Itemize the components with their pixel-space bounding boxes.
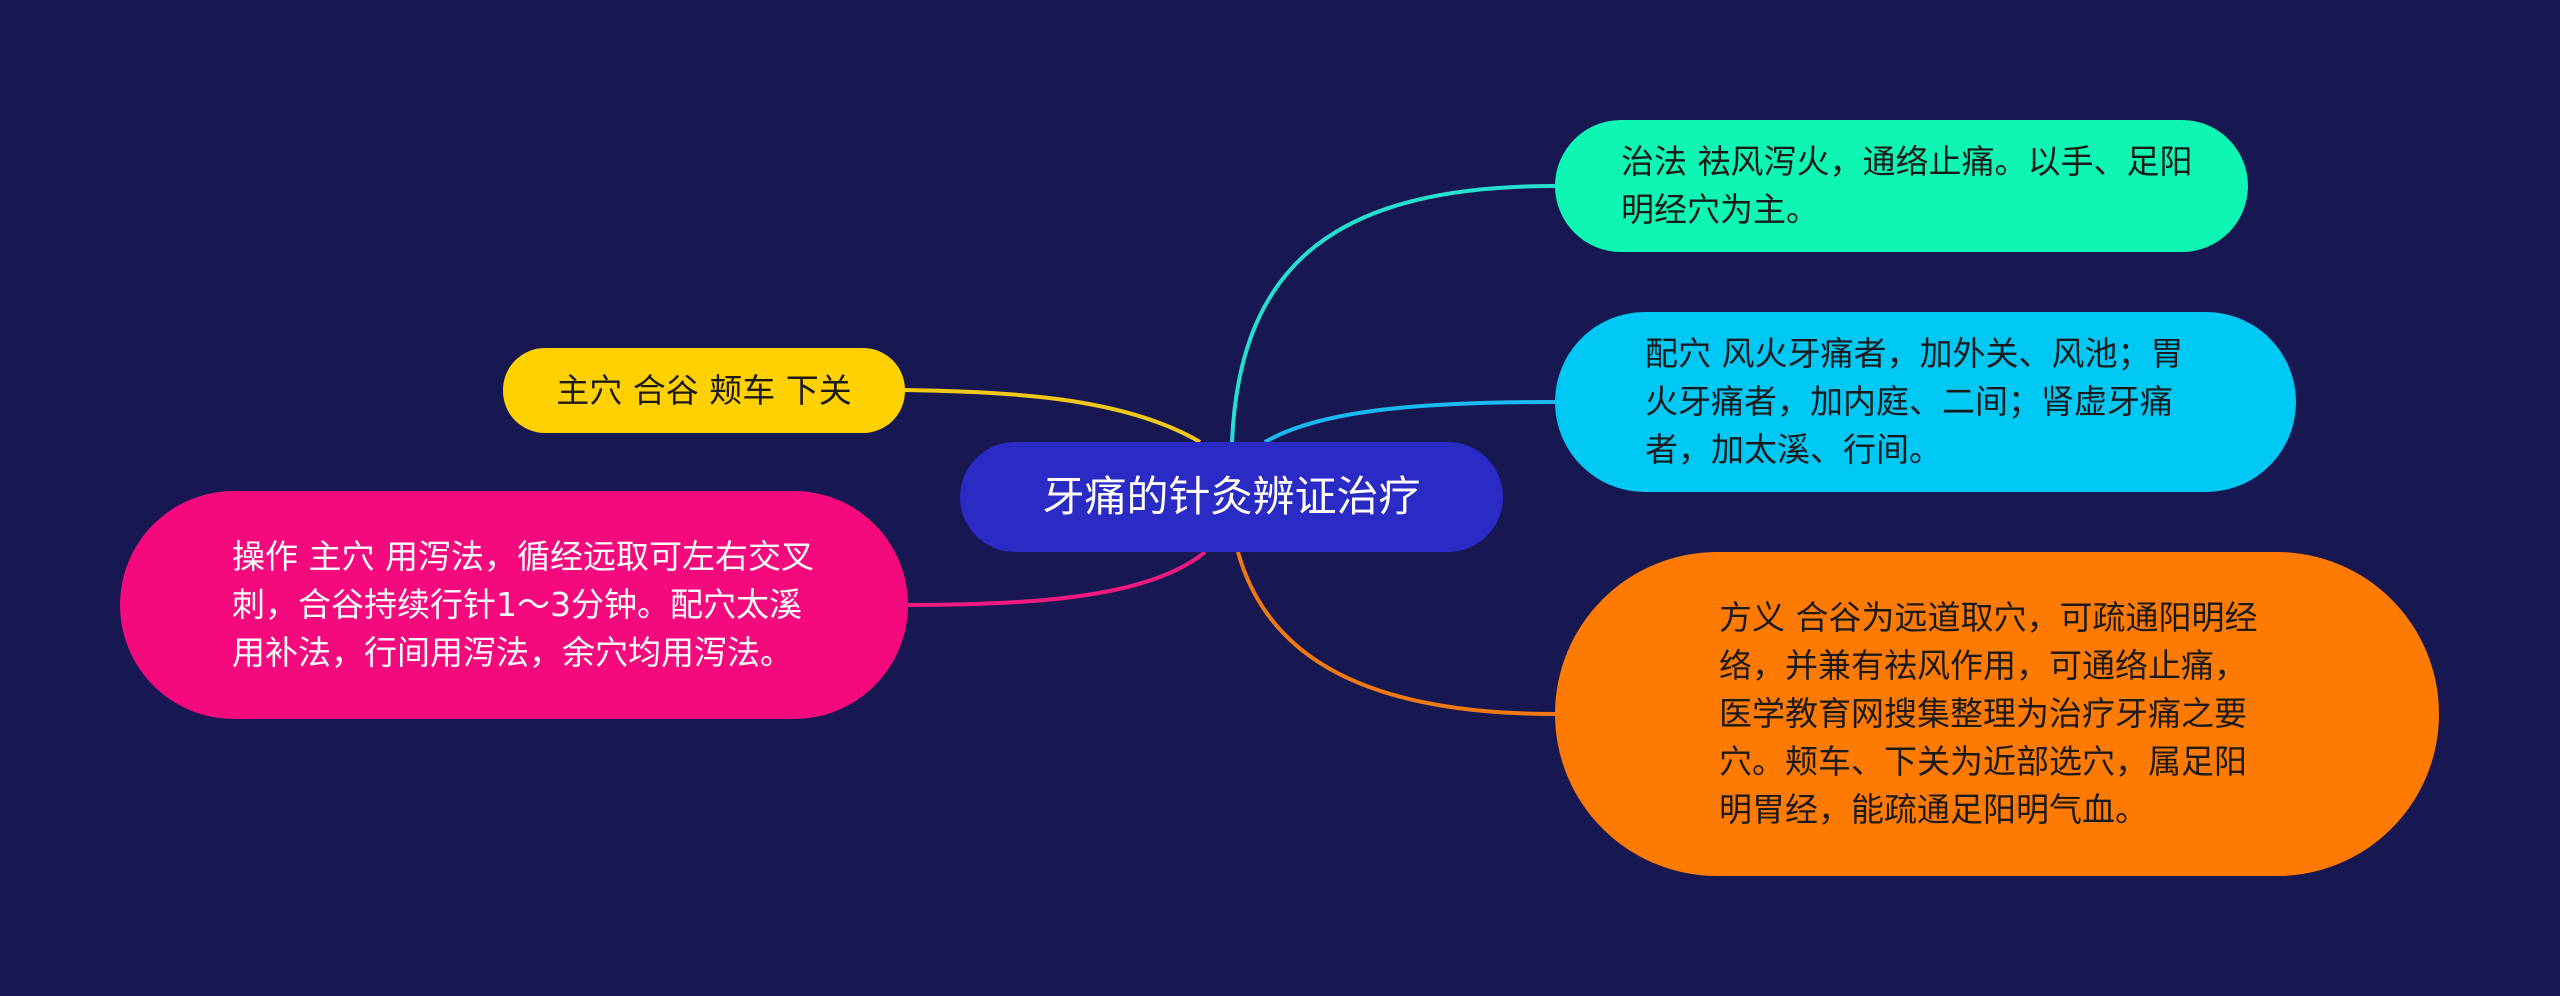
link-caozuo — [907, 550, 1207, 607]
node-main-points-text: 主穴 合谷 颊车 下关 — [556, 370, 852, 410]
node-rationale[interactable]: 方义 合谷为远道取穴，可疏通阳明经络，并兼有祛风作用，可通络止痛，医学教育网搜集… — [1555, 552, 2439, 876]
node-treatment-method-text: 治法 祛风泻火，通络止痛。以手、足阳明经穴为主。 — [1621, 142, 2193, 229]
node-operation[interactable]: 操作 主穴 用泻法，循经远取可左右交叉刺，合谷持续行针1～3分钟。配穴太溪用补法… — [120, 491, 908, 719]
node-matching-points-text: 配穴 风火牙痛者，加外关、风池；胃火牙痛者，加内庭、二间；肾虚牙痛者，加太溪、行… — [1645, 334, 2184, 469]
node-main-points[interactable]: 主穴 合谷 颊车 下关 — [503, 348, 905, 433]
node-operation-text: 操作 主穴 用泻法，循经远取可左右交叉刺，合谷持续行针1～3分钟。配穴太溪用补法… — [232, 537, 814, 672]
center-topic-text: 牙痛的针灸辨证治疗 — [1042, 472, 1421, 521]
node-treatment-method[interactable]: 治法 祛风泻火，通络止痛。以手、足阳明经穴为主。 — [1555, 120, 2248, 252]
link-zhifa — [1230, 184, 1556, 443]
link-zhuxue — [904, 388, 1202, 444]
link-fangyi — [1236, 551, 1556, 716]
link-peixue — [1263, 400, 1556, 444]
node-rationale-text: 方义 合谷为远道取穴，可疏通阳明经络，并兼有祛风作用，可通络止痛，医学教育网搜集… — [1719, 598, 2258, 829]
node-matching-points[interactable]: 配穴 风火牙痛者，加外关、风池；胃火牙痛者，加内庭、二间；肾虚牙痛者，加太溪、行… — [1555, 312, 2296, 492]
center-topic[interactable]: 牙痛的针灸辨证治疗 — [960, 442, 1503, 552]
